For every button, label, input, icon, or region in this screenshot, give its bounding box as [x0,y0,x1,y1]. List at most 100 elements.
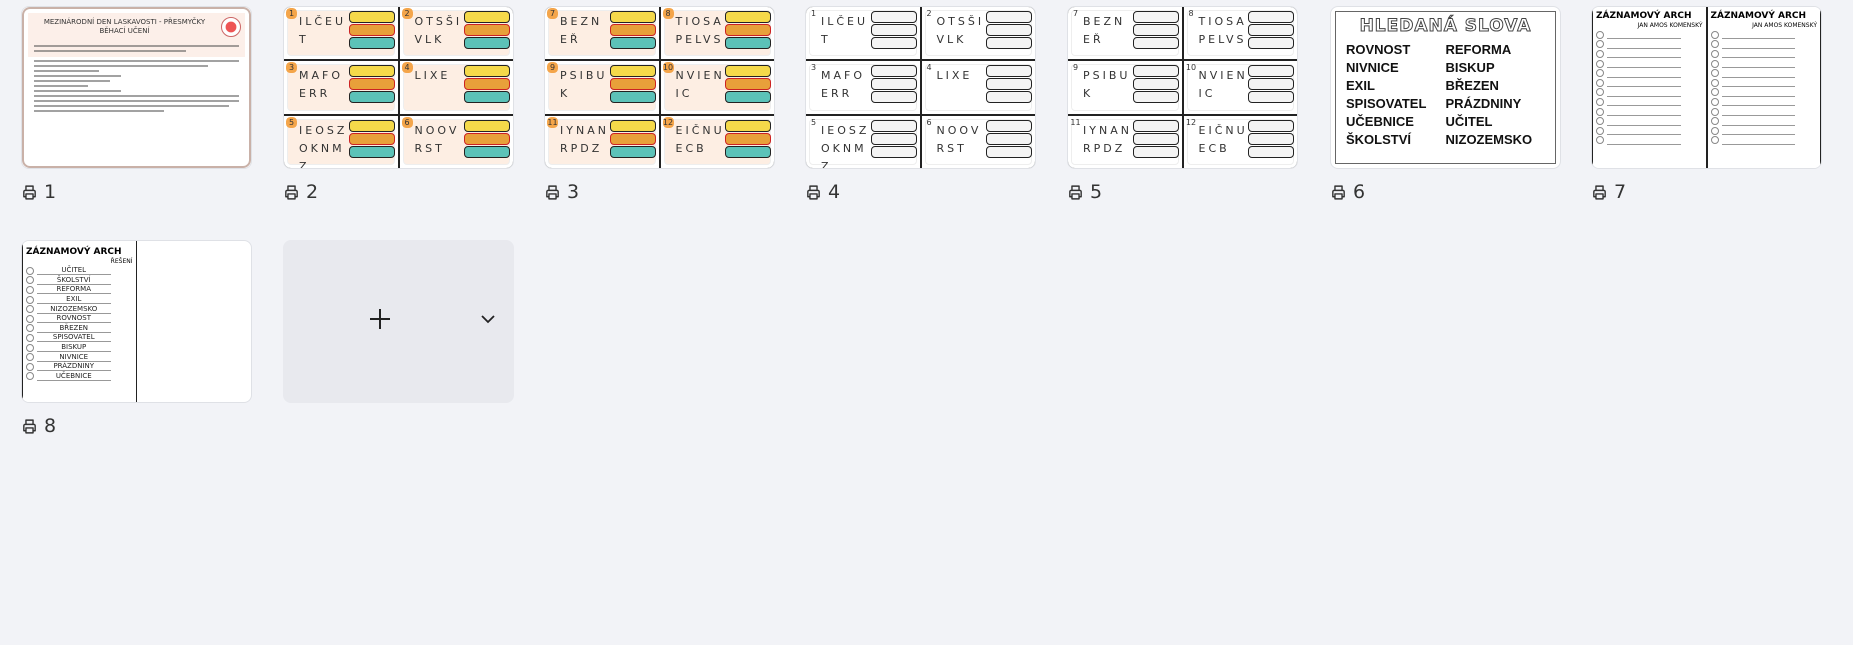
add-page-tile [283,240,514,403]
answer-text: EXIL [37,295,111,305]
word-item: SPISOVATEL [1346,96,1427,111]
printer-icon[interactable] [1067,184,1084,201]
answer-row [1596,40,1703,50]
answer-text: BŘEZEN [37,324,111,333]
page-thumbnail-7[interactable]: ZÁZNAMOVÝ ARCH JAN AMOS KOMENSKÝ ZÁZNAMO… [1591,6,1822,169]
books-icon [1132,119,1179,159]
answer-row [1710,116,1818,126]
scrambled-letters: TIOSAPELVS [675,15,724,46]
answer-row: REFORMA [26,285,133,295]
books-icon [725,65,771,104]
printer-icon[interactable] [805,184,822,201]
word-list-title: HLEDANÁ SLOVA [1359,16,1532,37]
answer-row [1710,126,1818,136]
page-tile-7: ZÁZNAMOVÝ ARCH JAN AMOS KOMENSKÝ ZÁZNAMO… [1591,6,1822,203]
books-icon [986,65,1032,104]
chevron-down-icon[interactable] [481,314,495,324]
printer-icon[interactable] [21,184,38,201]
answer-text: REFORMA [37,285,111,295]
scrambled-letters: NVIENIC [1198,69,1248,101]
books-icon [1132,11,1179,50]
books-icon [464,65,510,104]
card-number: 4 [401,62,413,74]
page-1-title: MEZINÁRODNÍ DEN LASKAVOSTI - PŘESMYČKY [43,18,206,26]
books-icon [609,11,656,50]
page-number: 2 [306,181,319,203]
scrambled-letters: BEZNEŘ [1083,15,1126,46]
scrambled-letters: MAFOERR [299,69,344,101]
books-icon [348,119,395,159]
word-item: PRÁZDNINY [1445,96,1522,111]
card-number: 2 [926,9,932,18]
scrambled-letters: EIČNUECB [1198,123,1248,155]
add-page-button[interactable] [283,240,514,403]
answer-row [1596,126,1703,136]
books-icon [348,11,395,50]
word-item: ŠKOLSTVÍ [1346,132,1412,147]
books-icon [1248,119,1294,159]
printer-icon[interactable] [1591,184,1608,201]
page-number: 7 [1614,181,1627,203]
card-number: 3 [286,62,297,74]
card-number: 12 [1185,117,1197,127]
books-icon [348,65,395,104]
answer-row: UČEBNICE [26,372,133,382]
printer-icon[interactable] [544,184,561,201]
card-number: 3 [810,63,817,73]
card-number: 11 [1070,117,1081,127]
answer-text: ROVNOST [37,314,111,324]
sheet-subtitle: ŘEŠENÍ [110,258,133,265]
page-1-subtitle: BĚHACÍ UČENÍ [99,27,150,35]
printer-icon[interactable] [21,418,38,435]
card-number: 10 [1185,63,1197,73]
sheet-subtitle: JAN AMOS KOMENSKÝ [1637,22,1703,29]
card-number: 9 [547,62,558,74]
answer-row [1710,78,1818,88]
books-icon [464,119,510,159]
word-item: EXIL [1346,78,1375,93]
answer-text: BISKUP [37,343,111,353]
answer-row: UČITEL [26,266,133,276]
card-number: 2 [401,8,413,19]
answer-text: ŠKOLSTVÍ [37,276,111,285]
word-item: BISKUP [1445,60,1495,75]
scrambled-letters: IYNANRPDZ [1083,123,1132,155]
answer-row [1710,136,1818,146]
word-item: ROVNOST [1346,42,1411,57]
scrambled-letters: EIČNUECB [675,123,725,155]
scrambled-letters: OTSŠIVLK [414,15,463,46]
card-number: 8 [1188,9,1194,18]
printer-icon[interactable] [1330,184,1347,201]
record-sheet: ZÁZNAMOVÝ ARCH JAN AMOS KOMENSKÝ [1706,7,1821,168]
page-number: 5 [1090,181,1103,203]
printer-icon[interactable] [283,184,300,201]
answer-row [1596,88,1703,98]
